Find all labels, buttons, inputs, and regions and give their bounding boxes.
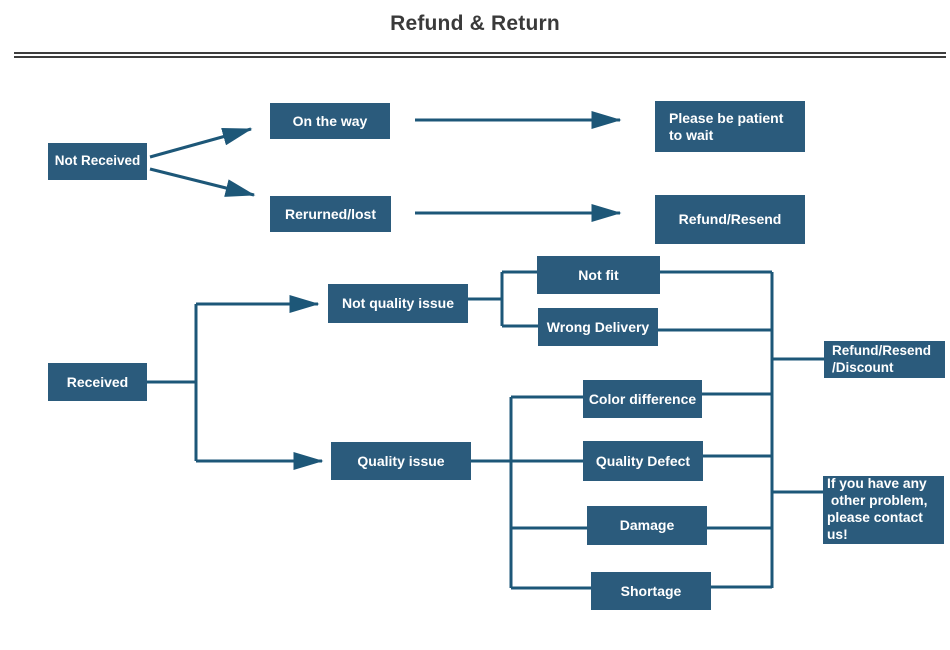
node-refund-resend-discount: Refund/Resend /Discount	[824, 341, 945, 378]
node-please-be-patient: Please be patient to wait	[655, 101, 805, 152]
node-refund-resend: Refund/Resend	[655, 195, 805, 244]
node-returned-lost: Rerurned/lost	[270, 196, 391, 232]
node-contact-us: If you have any other problem, please co…	[823, 476, 944, 544]
node-damage: Damage	[587, 506, 707, 545]
node-quality-issue: Quality issue	[331, 442, 471, 480]
node-not-quality-issue: Not quality issue	[328, 284, 468, 323]
node-wrong-delivery: Wrong Delivery	[538, 308, 658, 346]
node-shortage: Shortage	[591, 572, 711, 610]
node-on-the-way: On the way	[270, 103, 390, 139]
node-not-fit: Not fit	[537, 256, 660, 294]
node-color-difference: Color difference	[583, 380, 702, 418]
node-received: Received	[48, 363, 147, 401]
diagram-title: Refund & Return	[390, 12, 560, 35]
title-underline-bottom	[14, 56, 946, 58]
title-underline-top	[14, 52, 946, 54]
node-not-received: Not Received	[48, 143, 147, 180]
node-quality-defect: Quality Defect	[583, 441, 703, 481]
